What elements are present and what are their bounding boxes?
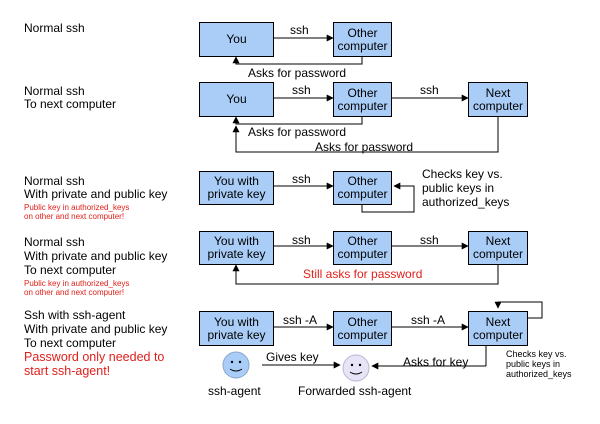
row4-title-line3: To next computer [24, 263, 117, 277]
row4-ssh-label-1: ssh [292, 233, 311, 247]
row1-asks-password-label: Asks for password [248, 66, 347, 80]
row3-title-line1: Normal ssh [24, 174, 85, 188]
row1-title: Normal ssh [24, 21, 85, 35]
row4-ssh-label-2: ssh [420, 233, 439, 247]
row5-check-key-loop [494, 301, 543, 319]
row1-password-return-arrow [232, 56, 363, 65]
row3-check-key-loop [361, 182, 415, 213]
row4-note: Public key in authorized_keys on other a… [24, 279, 130, 297]
row5-note: Password only needed to start ssh-agent! [24, 350, 165, 378]
row4-next-computer-box: Next computer [468, 231, 528, 265]
row3-ssh-label: ssh [292, 172, 311, 186]
row3-other-computer-box: Other computer [333, 171, 392, 205]
row5-title-line3: To next computer [24, 336, 117, 350]
row5-gives-key-label: Gives key [266, 350, 319, 364]
row4-you-with-private-key-box: You with private key [199, 231, 274, 265]
row5-other-computer-box: Other computer [333, 311, 392, 346]
ssh-agent-face-icon [222, 351, 250, 379]
row2-asks-password-label-2: Asks for password [315, 140, 414, 154]
row2-title-line1: Normal ssh [24, 84, 85, 98]
row5-ssh-a-label-1: ssh -A [283, 313, 318, 327]
row2-title-line2: To next computer [24, 97, 117, 111]
row5-title-line2: With private and public key [24, 322, 168, 336]
forwarded-ssh-agent-label: Forwarded ssh-agent [298, 384, 412, 398]
row4-title-line1: Normal ssh [24, 235, 85, 249]
row2-next-computer-box: Next computer [468, 82, 528, 117]
row5-next-computer-box: Next computer [468, 311, 528, 346]
row4-other-computer-box: Other computer [333, 231, 392, 265]
row2-other-computer-box: Other computer [333, 82, 392, 117]
row4-title-line2: With private and public key [24, 249, 168, 263]
row4-password-return-arrow [232, 264, 499, 285]
row2-you-box: You [199, 82, 274, 117]
row2-ssh-label-1: ssh [292, 83, 311, 97]
row2-password-return-arrow-1 [232, 116, 363, 125]
row2-asks-password-label-1: Asks for password [248, 125, 347, 139]
row1-you-box: You [199, 22, 274, 57]
ssh-agent-label: ssh-agent [208, 384, 261, 398]
row5-title-line1: Ssh with ssh-agent [24, 308, 126, 322]
row1-ssh-label: ssh [290, 23, 309, 37]
row3-you-with-private-key-box: You with private key [199, 171, 274, 205]
row1-other-computer-box: Other computer [333, 22, 392, 57]
row4-still-asks-label: Still asks for password [303, 267, 423, 281]
row2-password-return-arrow-2 [232, 117, 499, 153]
row5-asks-for-key-label: Asks for key [403, 355, 469, 369]
row5-ssh-a-label-2: ssh -A [411, 313, 446, 327]
row5-you-with-private-key-box: You with private key [199, 311, 274, 346]
row5-checks-key-note: Checks key vs. public keys in authorized… [506, 349, 572, 379]
row3-title-line2: With private and public key [24, 187, 168, 201]
row2-ssh-label-2: ssh [420, 83, 439, 97]
row3-checks-key-note: Checks key vs. public keys in authorized… [422, 167, 510, 209]
row3-note: Public key in authorized_keys on other a… [24, 203, 130, 221]
forwarded-ssh-agent-face-icon [342, 354, 370, 382]
